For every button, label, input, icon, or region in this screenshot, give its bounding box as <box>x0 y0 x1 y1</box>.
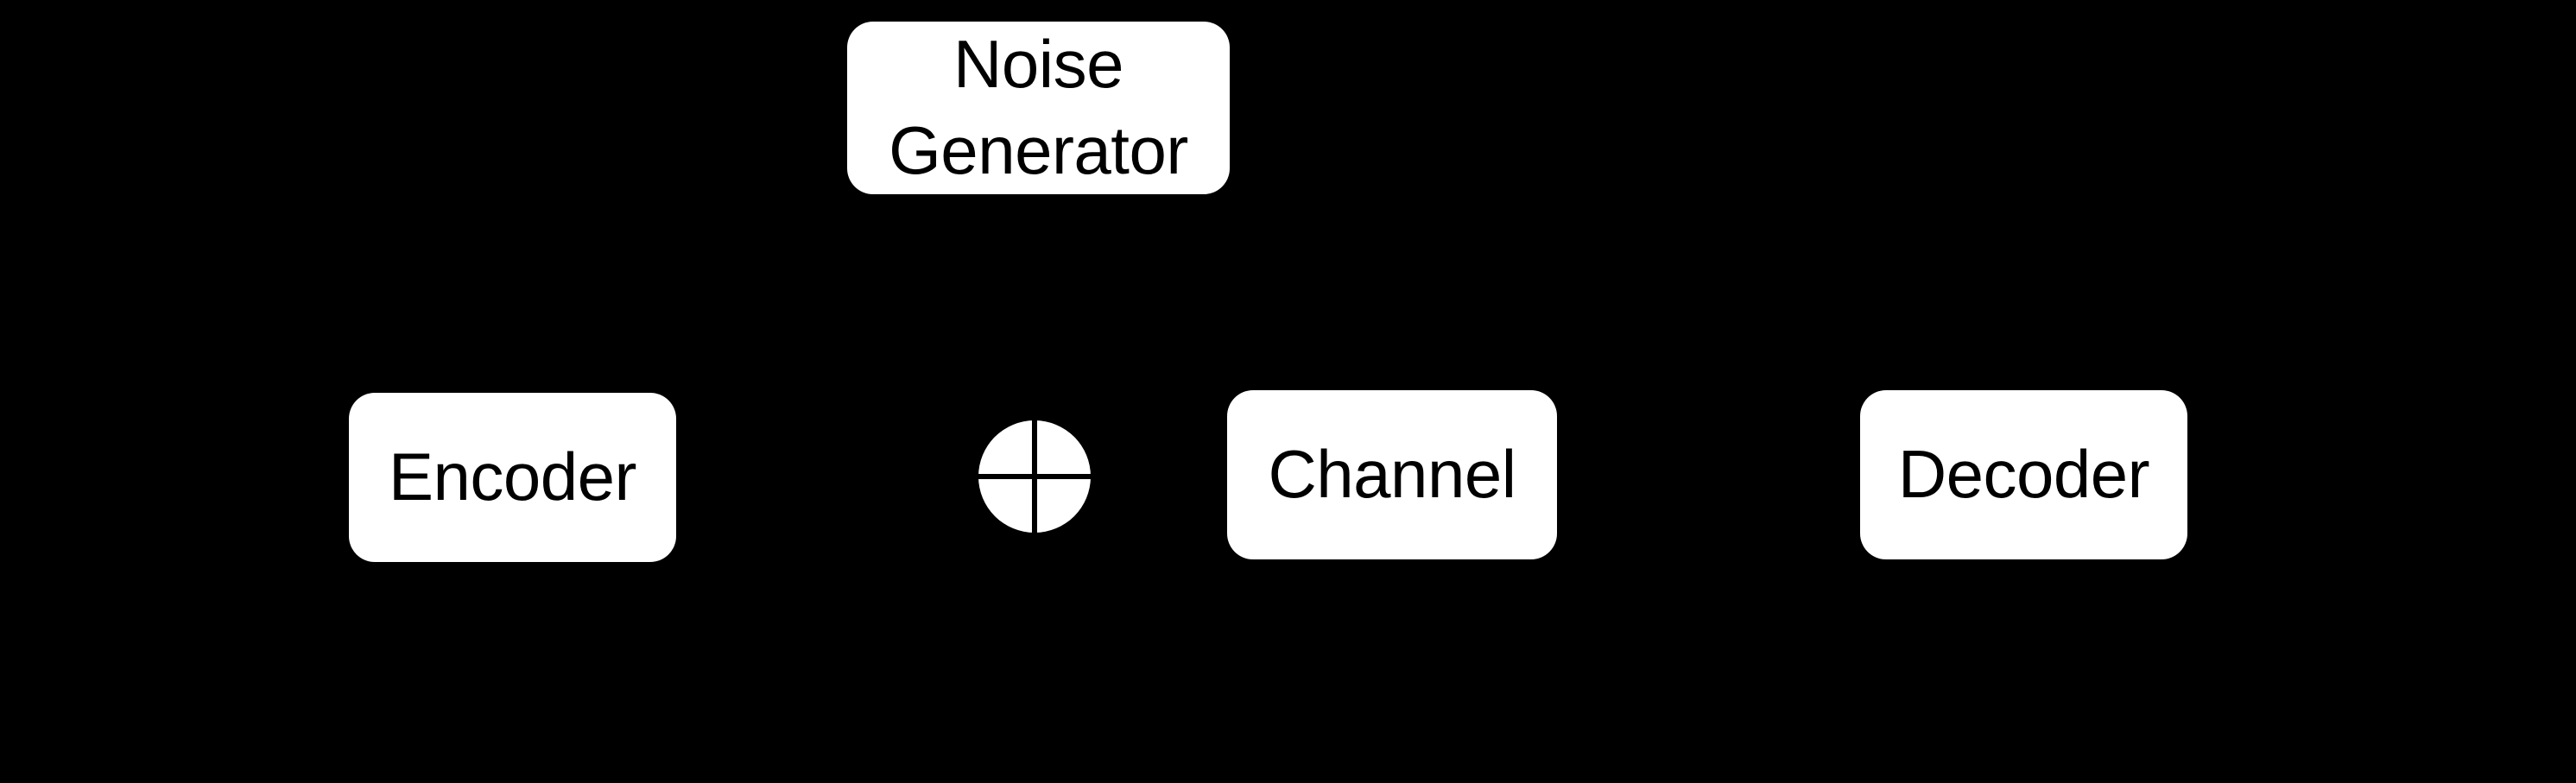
node-decoder[interactable]: Decoder <box>1860 390 2187 559</box>
node-channel[interactable]: Channel <box>1227 390 1557 559</box>
adder-cross-icon <box>978 420 1091 533</box>
node-noise-generator-label: Noise Generator <box>889 26 1188 188</box>
adder-circle-icon[interactable] <box>978 420 1091 533</box>
node-encoder[interactable]: Encoder <box>349 393 676 562</box>
node-noise-generator[interactable]: Noise Generator <box>847 22 1230 194</box>
node-encoder-label: Encoder <box>388 439 637 515</box>
node-channel-label: Channel <box>1268 436 1516 513</box>
node-decoder-label: Decoder <box>1897 436 2150 513</box>
